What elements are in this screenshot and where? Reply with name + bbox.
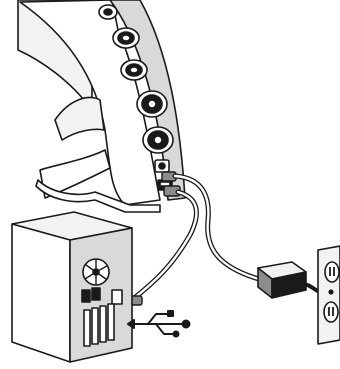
wall-outlet — [318, 246, 340, 344]
usb-symbol-square — [168, 311, 173, 316]
usb-symbol-branch-up — [148, 314, 170, 324]
usb-symbol-dot — [183, 321, 190, 328]
fan-icon — [83, 259, 109, 285]
combo-jack-1 — [137, 91, 167, 117]
power-cable-core — [175, 176, 262, 280]
outlet-socket-top — [325, 262, 339, 282]
usb-symbol-circle — [174, 332, 179, 337]
xlr-jack-2 — [121, 60, 147, 80]
outlet-screw — [329, 290, 333, 294]
tower-port-1 — [82, 290, 90, 302]
power-adapter — [258, 262, 306, 298]
tower-usb-port — [112, 290, 122, 304]
interface-side-handle — [55, 97, 104, 140]
power-cable-outline — [175, 176, 262, 280]
usb-trident-icon — [128, 311, 190, 337]
combo-jack-2 — [143, 127, 173, 153]
usb-symbol-branch-down — [156, 324, 174, 334]
tower-side — [12, 224, 70, 362]
desktop-computer-tower — [12, 212, 132, 362]
outlet-plate — [318, 246, 340, 344]
audio-interface-unit — [18, 0, 185, 212]
xlr-jack-1 — [113, 28, 139, 48]
knob-top — [99, 5, 117, 19]
power-jack — [155, 160, 169, 172]
tower-port-2 — [92, 288, 100, 300]
outlet-socket-bottom — [324, 302, 338, 322]
